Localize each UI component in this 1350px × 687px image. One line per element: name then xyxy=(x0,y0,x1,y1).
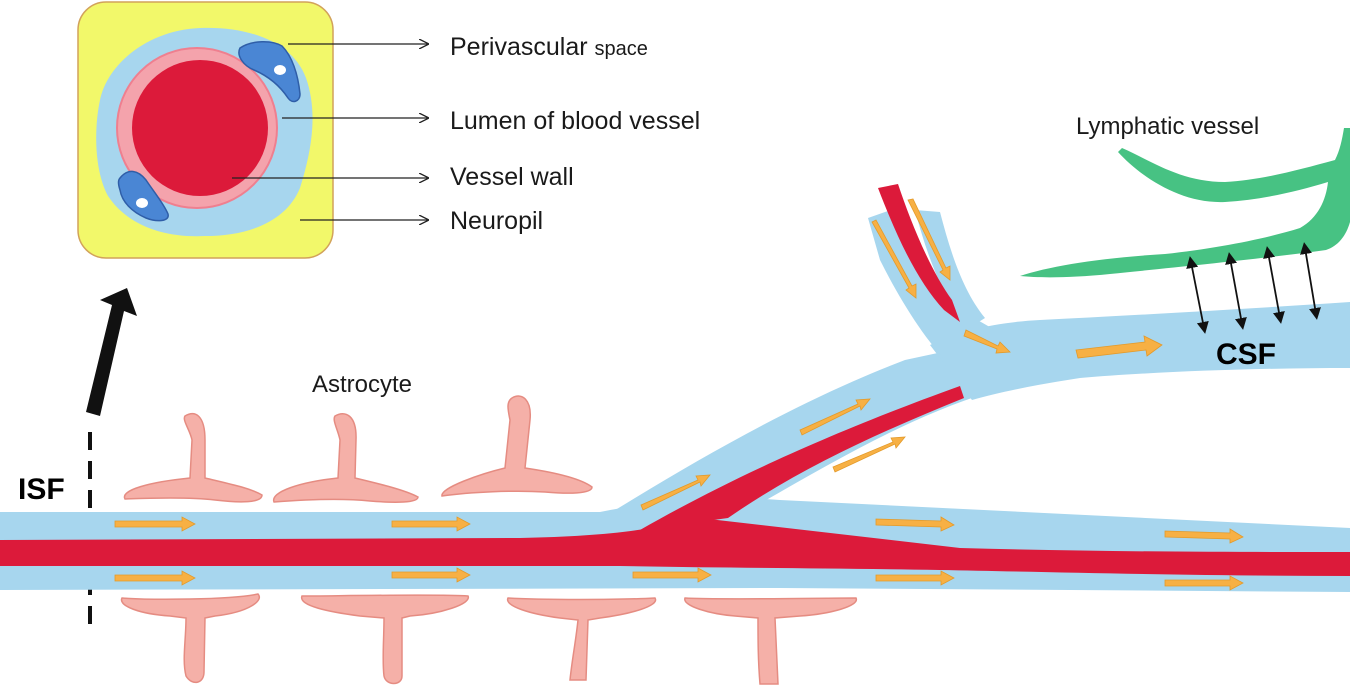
blood-vessels xyxy=(0,184,1350,576)
astrocyte-bottom-1 xyxy=(120,593,261,684)
zoom-arrow xyxy=(86,288,137,416)
csf-flow-arrows xyxy=(114,198,1244,591)
flow-arrow xyxy=(963,329,1011,354)
flow-arrow xyxy=(391,567,471,583)
astrocyte-endfoot-bottom xyxy=(117,170,169,222)
label-perivascular-space: Perivascular space xyxy=(450,33,648,61)
branch-blood-vessel xyxy=(640,386,964,530)
astrocyte-bottom-2 xyxy=(301,594,469,685)
flow-arrow xyxy=(391,516,471,532)
upper-blood-vessel xyxy=(878,184,960,322)
astrocyte-bottom-3 xyxy=(506,597,657,681)
label-lymphatic-vessel: Lymphatic vessel xyxy=(1076,113,1259,140)
exchange-arrow xyxy=(1186,256,1209,334)
flow-arrow xyxy=(114,516,196,532)
lymphatic-exchange-arrows xyxy=(1186,242,1321,334)
astrocyte-top-1 xyxy=(123,412,263,503)
flow-arrow xyxy=(114,570,196,586)
label-isf: ISF xyxy=(18,473,65,506)
label-lumen: Lumen of blood vessel xyxy=(450,107,700,135)
flow-arrow xyxy=(640,474,711,511)
flow-arrow xyxy=(799,398,871,436)
exchange-arrow xyxy=(1225,252,1247,330)
flow-arrow xyxy=(1164,575,1244,591)
astrocyte-endfoot-top xyxy=(238,41,301,103)
astrocyte-bottom-4 xyxy=(684,597,857,685)
flow-arrow xyxy=(907,198,951,281)
flow-arrow xyxy=(875,570,955,586)
flow-arrow xyxy=(1075,335,1163,359)
vessel-lumen xyxy=(132,60,268,196)
lymphatic-vessel xyxy=(1020,128,1350,278)
flow-arrow xyxy=(871,219,917,299)
flow-arrow xyxy=(875,516,955,532)
label-vessel-wall: Vessel wall xyxy=(450,163,574,191)
astrocytes xyxy=(120,395,857,685)
label-neuropil: Neuropil xyxy=(450,207,543,235)
main-blood-vessel xyxy=(0,518,1350,576)
flow-arrow xyxy=(832,436,906,473)
astrocyte-top-3 xyxy=(441,395,593,497)
flow-arrow xyxy=(632,567,712,583)
vessel-cross-section-inset xyxy=(77,1,428,259)
exchange-arrow xyxy=(1300,242,1321,320)
astrocyte-top-2 xyxy=(273,412,419,503)
label-astrocyte: Astrocyte xyxy=(312,371,412,398)
exchange-arrow xyxy=(1263,246,1285,324)
label-csf: CSF xyxy=(1216,338,1276,371)
flow-arrow xyxy=(1164,528,1244,544)
